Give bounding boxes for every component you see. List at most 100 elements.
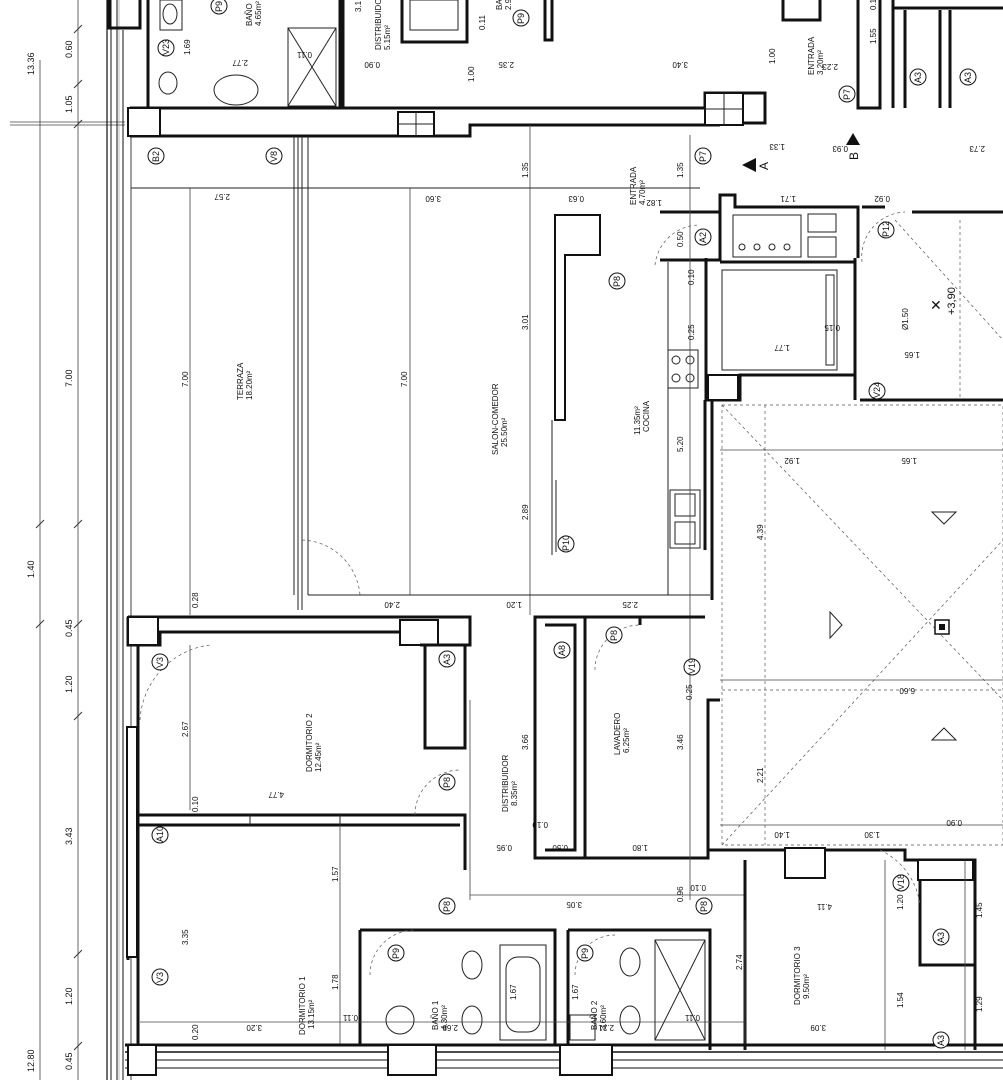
room-area: 4.30m²: [440, 1005, 449, 1030]
room-name: DORMITORIO 1: [298, 976, 307, 1035]
cabinet-tag: A3: [909, 68, 927, 86]
dim-label: 1.80: [632, 843, 648, 852]
dim-label: 0.45: [64, 619, 74, 637]
dim-label: 1.67: [509, 984, 518, 1000]
dim-label: 7.00: [64, 369, 74, 387]
door-tag: P10: [557, 535, 575, 553]
section-mark-b: B: [847, 152, 861, 160]
dim-label: 3.20: [246, 1023, 262, 1032]
svg-text:P9: P9: [391, 948, 401, 959]
door-tag: P8: [438, 897, 456, 915]
room-name: COCINA: [642, 400, 651, 432]
dim-label: 0.20: [191, 1024, 200, 1040]
dim-label: 1.00: [467, 66, 476, 82]
dim-label: 0.28: [191, 592, 200, 608]
room-name: DORMITORIO 2: [305, 713, 314, 772]
svg-text:V24: V24: [872, 382, 882, 398]
room-area: 4.65m²: [254, 1, 263, 26]
dim-label: 1.20: [64, 675, 74, 693]
room-area: 8.35m²: [510, 781, 519, 806]
door-tag: P7: [838, 85, 856, 103]
dim-label: 1.00: [768, 48, 777, 64]
dim-label: 0.60: [64, 40, 74, 58]
dim-label: 1.35: [676, 162, 685, 178]
dim-label: 3.40: [672, 60, 688, 69]
dim-label: 0.10: [191, 796, 200, 812]
dim-label: 0.96: [676, 886, 685, 902]
svg-text:P8: P8: [699, 901, 709, 912]
dim-label: 0.1: [869, 0, 878, 10]
svg-text:P9: P9: [580, 948, 590, 959]
dim-label: 1.67: [571, 984, 580, 1000]
room-name: BAÑ: [495, 0, 504, 10]
dim-label: 1.05: [64, 95, 74, 113]
svg-text:P9: P9: [516, 13, 526, 24]
door-tag: P9: [576, 944, 594, 962]
dim-label: 1.35: [521, 162, 530, 178]
dim-label: 1.82: [646, 198, 662, 207]
dim-label: 0.90: [946, 818, 962, 827]
dim-label: 0.95: [496, 843, 512, 852]
dim-label: 4.77: [268, 790, 284, 799]
element-tags: P9 V23 P9 P7 A3 A3 B2 V8 P7 A2 P12 P8 V2…: [147, 0, 977, 1049]
bottom-wall: [125, 1043, 1003, 1076]
cabinet-tag: A3: [932, 928, 950, 946]
svg-text:P8: P8: [442, 777, 452, 788]
dim-label: 1.20: [64, 987, 74, 1005]
dim-label: 2.40: [384, 600, 400, 609]
dim-label: 1.77: [774, 343, 790, 352]
svg-text:V8: V8: [269, 151, 279, 162]
dim-label: 0.11: [478, 14, 487, 30]
room-name: BAÑO: [245, 3, 254, 26]
room-area: 11.35m²: [633, 406, 642, 435]
bottom-rooms-walls: [140, 825, 977, 1050]
dim-label: 0.63: [568, 194, 584, 203]
dim-label: 3.66: [521, 734, 530, 750]
cabinet-tag: A2: [694, 228, 712, 246]
svg-text:A10: A10: [155, 826, 165, 842]
dim-label: 3.05: [566, 900, 582, 909]
dim-label: 0.45: [64, 1052, 74, 1070]
stair-void: [689, 135, 1003, 846]
diameter-label: Ø1.50: [901, 308, 910, 330]
room-area: 4.70m²: [638, 180, 647, 205]
window-tag: V8: [265, 147, 283, 165]
window-tag: V18: [892, 874, 910, 892]
door-tag: P8: [608, 272, 626, 290]
door-tag: P9: [210, 0, 228, 15]
cabinet-tag: A8: [553, 641, 571, 659]
dim-label: 3.35: [181, 929, 190, 945]
cross-mark-icon: ✕: [930, 298, 942, 314]
dim-label: 0.10: [687, 269, 696, 285]
dim-label: 2.35: [498, 60, 514, 69]
dim-label: 0.10: [532, 820, 548, 829]
door-tag: P8: [605, 626, 623, 644]
dim-label: 1.65: [901, 456, 917, 465]
dim-label: 3.60: [425, 194, 441, 203]
room-area: 5.15m²: [383, 25, 392, 50]
room-area: 9.50m²: [802, 974, 811, 999]
dim-label: 0.11: [684, 1013, 700, 1022]
svg-text:A3: A3: [913, 72, 923, 83]
window-tag: V3: [151, 968, 169, 986]
room-name: SALON-COMEDOR: [491, 383, 500, 455]
door-tag: P8: [438, 773, 456, 791]
cabinet-tag: A3: [438, 650, 456, 668]
room-area: 13.15m²: [307, 999, 316, 1029]
svg-text:B2: B2: [151, 151, 161, 162]
room-name: BAÑO 2: [590, 1000, 599, 1030]
dormitorio2-walls: [126, 615, 472, 1050]
svg-text:P8: P8: [442, 901, 452, 912]
lavadero-walls: [469, 615, 860, 900]
dim-label: 13.36: [26, 52, 36, 75]
cabinet-tag: A3: [932, 1031, 950, 1049]
svg-text:P8: P8: [609, 630, 619, 641]
room-name: DISTRIBUIDO: [374, 0, 383, 50]
dim-label: 4.11: [816, 902, 832, 911]
room-area: 18.20m²: [245, 370, 254, 400]
beam-tag: B2: [147, 147, 165, 165]
room-name: ENTRADA: [629, 166, 638, 205]
dim-label: 2.23: [822, 62, 838, 71]
kitchen-counter: [551, 214, 601, 555]
